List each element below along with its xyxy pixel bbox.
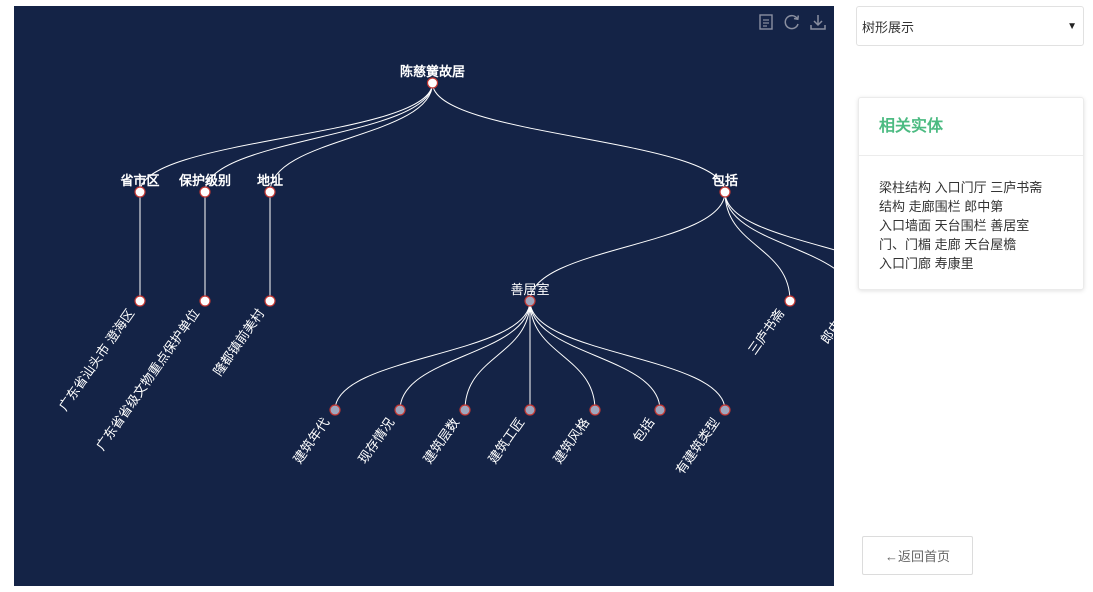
tree-link — [204, 82, 433, 193]
tree-node-marker[interactable] — [524, 404, 536, 416]
tree-link — [334, 300, 531, 411]
tree-link — [432, 82, 726, 193]
tree-link — [399, 300, 531, 411]
tree-node-marker[interactable] — [524, 295, 536, 307]
tree-node-label: 郎中第 — [818, 306, 834, 347]
tree-node-label: 隆都镇前美村 — [210, 306, 267, 379]
related-entities-line: 门、门楣 走廊 天台屋檐 — [879, 237, 1017, 252]
tree-node-marker[interactable] — [264, 186, 276, 198]
tree-node-marker[interactable] — [199, 186, 211, 198]
tree-node-label: 建筑工匠 — [485, 415, 527, 466]
tree-link — [529, 300, 596, 411]
related-entities-line: 梁柱结构 入口门厅 三庐书斋 — [879, 180, 1043, 195]
tree-node-marker[interactable] — [719, 404, 731, 416]
tree-node-marker[interactable] — [719, 186, 731, 198]
tree-node[interactable]: 有建筑类型 — [673, 404, 731, 477]
tree-link — [529, 300, 661, 411]
tree-node-marker[interactable] — [134, 186, 146, 198]
tree-node-label: 现存情况 — [355, 415, 397, 466]
back-home-button[interactable]: ←返回首页 — [862, 536, 973, 575]
related-entities-card: 相关实体 梁柱结构 入口门厅 三庐书斋 结构 走廊围栏 郎中第 入口墙面 天台围… — [858, 97, 1084, 290]
tree-link — [529, 191, 726, 302]
view-mode-select[interactable]: 树形展示 ▼ — [856, 6, 1084, 46]
tree-node-label: 保护级别 — [178, 173, 231, 188]
tree-node[interactable]: 现存情况 — [355, 404, 406, 466]
tree-node[interactable]: 郎中第 — [818, 296, 834, 347]
tree-node[interactable]: 陈慈黉故居 — [400, 64, 465, 89]
tree-node[interactable]: 地址 — [257, 173, 283, 198]
tree-node-label: 包括 — [630, 415, 657, 445]
tree-node-label: 建筑层数 — [420, 415, 462, 466]
tree-node[interactable]: 保护级别 — [178, 173, 231, 198]
tree-link — [464, 300, 531, 411]
tree-node[interactable]: 广东省省级文物重点保护单位 — [93, 295, 211, 453]
tree-chart[interactable]: 广东省汕头市 澄海区省市区广东省省级文物重点保护单位保护级别隆都镇前美村地址建筑… — [14, 6, 834, 586]
tree-link — [724, 191, 791, 302]
tree-node[interactable]: 建筑风格 — [550, 404, 601, 466]
tree-node-label: 有建筑类型 — [673, 415, 723, 477]
tree-node-marker[interactable] — [199, 295, 211, 307]
tree-node-marker[interactable] — [589, 404, 601, 416]
tree-node-label: 善居室 — [510, 282, 549, 297]
caret-down-icon: ▼ — [1067, 20, 1077, 32]
save-image-icon[interactable] — [808, 12, 828, 32]
tree-node-marker[interactable] — [329, 404, 341, 416]
tree-node[interactable]: 包括 — [630, 404, 666, 445]
tree-node-label: 包括 — [712, 173, 738, 188]
tree-node[interactable]: 省市区 — [119, 173, 160, 198]
tree-node-marker[interactable] — [394, 404, 406, 416]
refresh-icon[interactable] — [782, 12, 802, 32]
tree-node[interactable]: 隆都镇前美村 — [210, 295, 276, 379]
tree-link — [269, 82, 433, 193]
related-entities-line: 结构 走廊围栏 郎中第 — [879, 199, 1004, 214]
tree-chart-panel[interactable]: 广东省汕头市 澄海区省市区广东省省级文物重点保护单位保护级别隆都镇前美村地址建筑… — [14, 6, 834, 586]
tree-node[interactable]: 三庐书斋 — [745, 295, 796, 357]
tree-node[interactable]: 建筑年代 — [290, 404, 341, 466]
tree-node[interactable]: 善居室 — [510, 282, 550, 307]
related-entities-list: 梁柱结构 入口门厅 三庐书斋 结构 走廊围栏 郎中第 入口墙面 天台围栏 善居室… — [859, 156, 1083, 273]
tree-node-marker[interactable] — [264, 295, 276, 307]
tree-node-label: 建筑风格 — [550, 415, 592, 466]
tree-node-label: 地址 — [257, 173, 283, 188]
tree-link — [724, 191, 834, 269]
tree-node-label: 陈慈黉故居 — [400, 64, 465, 79]
tree-link — [139, 82, 433, 193]
tree-node-marker[interactable] — [784, 295, 796, 307]
view-mode-select-value: 树形展示 — [862, 19, 915, 35]
related-entities-line: 入口门廊 寿康里 — [879, 256, 974, 271]
tree-node[interactable]: 包括 — [712, 173, 738, 198]
tree-link — [529, 300, 726, 411]
related-entities-title: 相关实体 — [859, 98, 1083, 156]
tree-node-marker[interactable] — [459, 404, 471, 416]
related-entities-line: 入口墙面 天台围栏 善居室 — [879, 218, 1030, 233]
tree-node-marker[interactable] — [426, 77, 439, 89]
tree-node-label: 省市区 — [119, 173, 159, 188]
tree-node-marker[interactable] — [654, 404, 666, 416]
tree-node-label: 三庐书斋 — [745, 306, 787, 357]
tree-node-marker[interactable] — [134, 295, 146, 307]
data-view-icon[interactable] — [756, 12, 776, 32]
tree-link — [724, 191, 834, 251]
tree-node[interactable]: 建筑工匠 — [485, 404, 536, 466]
chart-toolbox — [756, 12, 828, 32]
tree-node[interactable]: 建筑层数 — [420, 404, 471, 466]
tree-node-label: 建筑年代 — [290, 415, 332, 466]
